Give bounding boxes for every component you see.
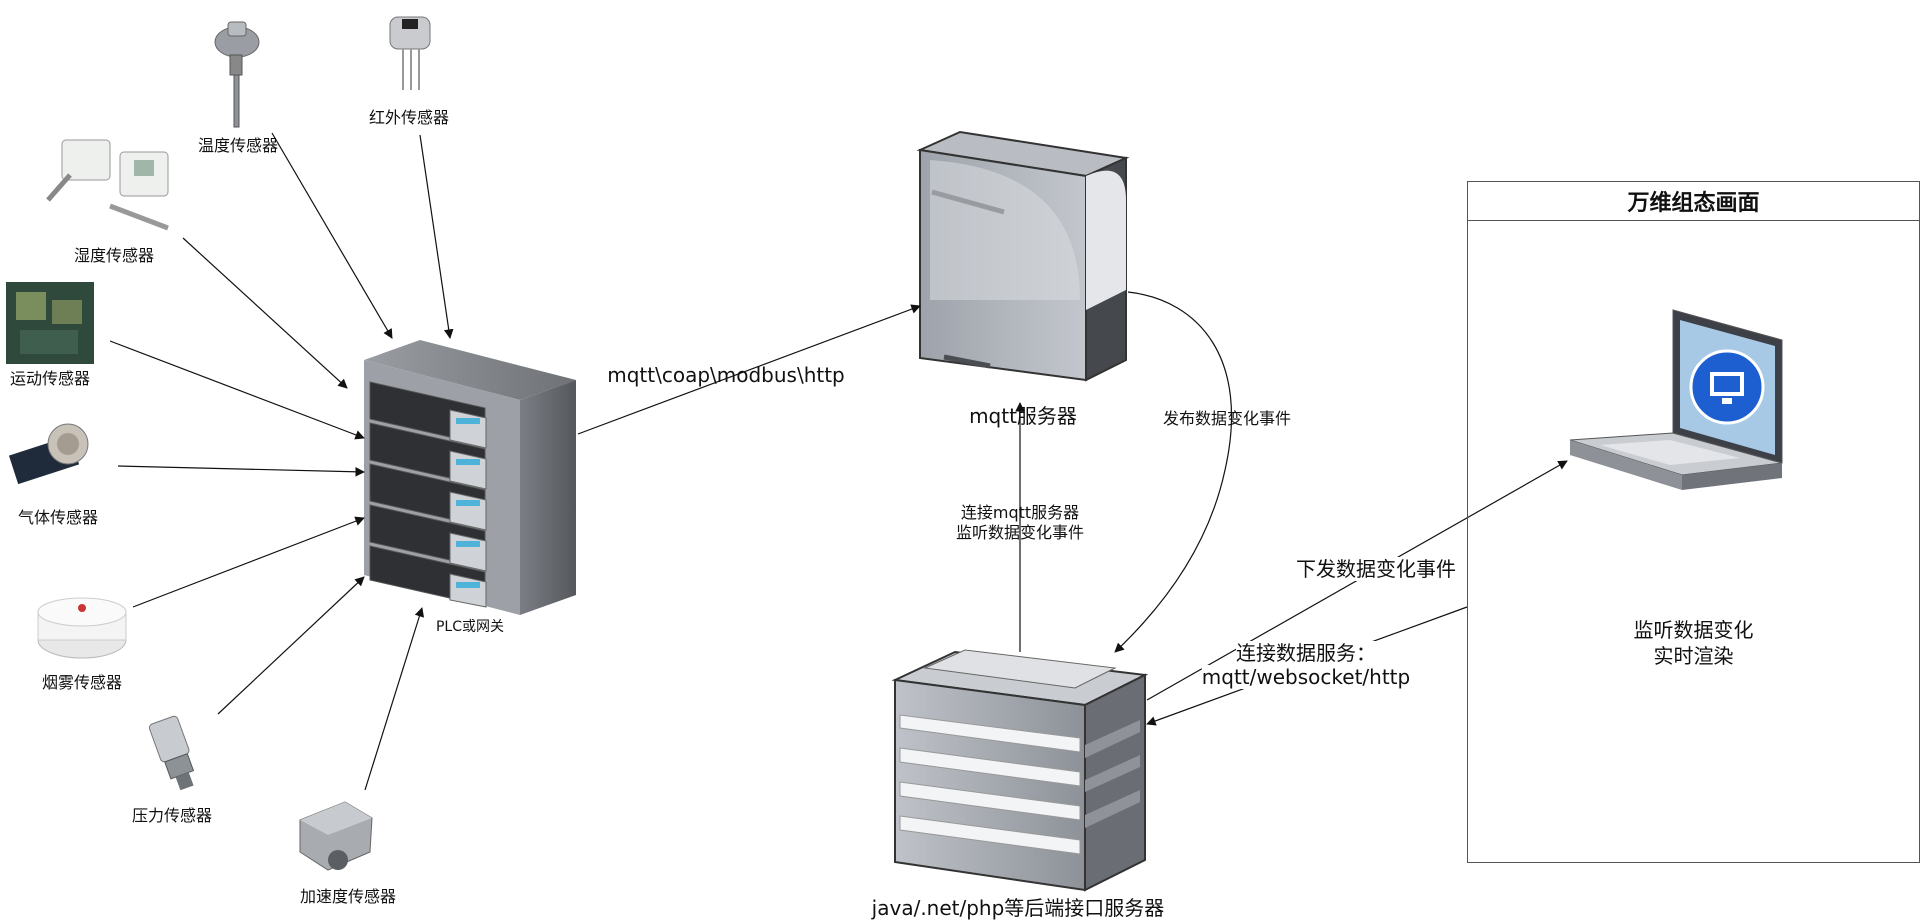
gas-sensor-icon [8,423,89,485]
pressure-sensor-icon [148,715,195,791]
gas-connector [117,465,365,477]
humidity-connector [182,237,348,389]
smoke-connector [132,516,365,608]
infrared-sensor-label: 红外传感器 [368,108,450,127]
panel-line2: 实时渲染 [1653,644,1734,668]
humidity-sensor-label: 湿度传感器 [73,246,155,265]
smoke-sensor-label: 烟雾传感器 [41,673,123,692]
push-event-label: 下发数据变化事件 [1296,557,1456,581]
connect-mqtt-label-line2: 监听数据变化事件 [955,523,1085,542]
pressure-connector [217,576,365,715]
connect-data-service-label-line1: 连接数据服务： [1236,641,1376,665]
protocol-label: mqtt\coap\modbus\http [607,363,845,387]
sensor-connectors [109,132,454,791]
connect-data-service-label-line2: mqtt/websocket/http [1201,665,1411,689]
pressure-sensor-label: 压力传感器 [131,806,213,825]
acceleration-sensor-icon [299,801,373,871]
gas-sensor-label: 气体传感器 [17,508,99,527]
motion-connector [109,340,365,440]
gateway-to-mqtt-connector [577,304,921,435]
backend-server-building-icon [891,649,1149,892]
infrared-connector [419,134,454,339]
mqtt-server-icon [916,130,1130,382]
motion-sensor-label: 运动传感器 [9,369,91,388]
gateway-label: PLC或网关 [435,619,505,635]
panel-description: 监听数据变化 实时渲染 [1468,617,1919,669]
laptop-client-icon [1569,309,1783,490]
acceleration-connector [364,607,424,791]
smoke-detector-icon [37,597,127,659]
panel-line1: 监听数据变化 [1633,618,1754,642]
humidity-sensor-icon [46,139,169,231]
motion-sensor-icon [6,282,94,364]
acceleration-sensor-label: 加速度传感器 [299,887,397,906]
visualization-panel: 万维组态画面 监听数据变化 实时渲染 [1467,181,1920,863]
infrared-sensor-icon [389,16,431,90]
connect-mqtt-label-line1: 连接mqtt服务器 [960,503,1080,522]
mqtt-server-label: mqtt服务器 [969,404,1077,428]
backend-server-label: java/.net/php等后端接口服务器 [871,896,1165,920]
publish-event-label: 发布数据变化事件 [1162,409,1292,428]
temperature-sensor-label: 温度传感器 [197,136,279,155]
mqtt-publish-curve [1114,291,1233,653]
plc-gateway-server-icon [364,340,576,615]
panel-title: 万维组态画面 [1468,182,1919,221]
temperature-connector [271,132,393,339]
temperature-sensor-icon [214,21,260,128]
